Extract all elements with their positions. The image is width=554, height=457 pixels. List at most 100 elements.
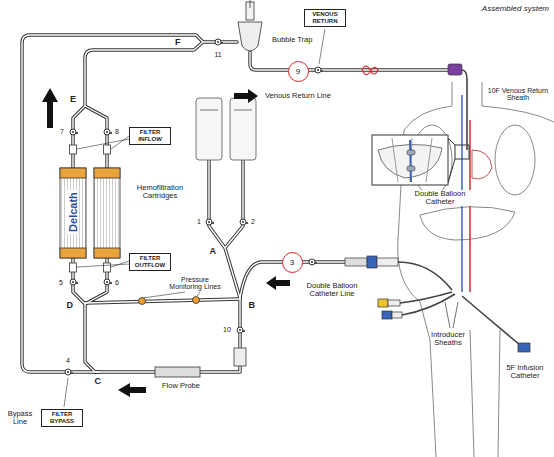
hubs [367, 256, 377, 268]
flow-arrows [42, 88, 290, 397]
part-label: Venous Return Line [265, 92, 331, 100]
callout-number: 6 [115, 279, 119, 287]
fluid-bags [200, 110, 218, 111]
fluid-bags [196, 98, 256, 160]
hubs [453, 302, 458, 328]
body-figure [407, 150, 415, 155]
sheath-lines [398, 262, 452, 290]
fluid-bags [230, 98, 256, 160]
flow-arrows [266, 276, 290, 290]
stopcocks [104, 279, 112, 285]
hemofiltration-cartridges [60, 168, 120, 258]
callout-number: 3 [290, 258, 294, 267]
callout-circle: 9 [288, 61, 309, 82]
callout-number: 5 [59, 279, 63, 287]
body-figure [448, 138, 455, 145]
bubble-trap [250, 0, 251, 8]
callout-number: 7 [60, 128, 64, 136]
stopcocks [65, 369, 73, 375]
part-label: Bubble Trap [272, 36, 312, 44]
box-text: VENOUS RETURN [307, 11, 343, 25]
body-figure [392, 138, 432, 182]
sheath-lines [398, 70, 520, 345]
part-label: Double Balloon Catheter Line [296, 282, 368, 299]
valve-blocks [104, 145, 111, 154]
body-figure [372, 135, 448, 185]
leader-lines [319, 29, 325, 64]
leader-lines [64, 29, 325, 407]
hubs [445, 302, 450, 328]
hubs [448, 64, 462, 75]
stopcocks [215, 39, 223, 45]
hubs [345, 258, 367, 266]
callout-circle: 3 [282, 252, 303, 273]
label-box: FILTER BYPASS [41, 409, 83, 427]
hubs [377, 258, 398, 266]
callout-number: 1 [197, 218, 201, 226]
callout-number: 11 [215, 51, 222, 59]
box-text: FILTER BYPASS [44, 411, 80, 425]
hubs [388, 300, 400, 306]
body-figure [407, 166, 415, 171]
leader-lines [77, 261, 129, 267]
tube-outline [22, 35, 452, 372]
junction-letter: E [70, 95, 76, 105]
hubs [518, 343, 530, 352]
stopcocks [315, 67, 323, 73]
valve-blocks [70, 145, 247, 377]
stopcocks [309, 259, 317, 265]
body-figure [472, 150, 492, 179]
stopcocks [104, 129, 112, 135]
stopcocks [237, 327, 245, 333]
box-text: FILTER OUTFLOW [132, 255, 168, 269]
brand-text: Delcath [67, 190, 79, 234]
hemofiltration-cartridges [60, 168, 86, 258]
part-label: Hemofiltration Cartridges [131, 184, 189, 201]
stopcocks [206, 219, 214, 225]
leader-lines [143, 292, 200, 298]
bubble-trap [238, 0, 262, 51]
valve-blocks [70, 263, 77, 272]
hemofiltration-cartridges [94, 248, 120, 258]
flow-arrows [118, 383, 146, 397]
body-figure [482, 82, 554, 122]
part-label: 5F Infusion Catheter [500, 364, 550, 381]
junction-letter: F [175, 38, 181, 48]
hemofiltration-cartridges [60, 168, 86, 178]
label-box: VENOUS RETURN [304, 9, 346, 27]
stopcocks [65, 39, 323, 375]
sheath-lines [462, 70, 467, 150]
leader-lines [77, 136, 129, 149]
valve-blocks [234, 348, 246, 366]
callout-number: 2 [251, 218, 255, 226]
body-figure [470, 330, 500, 457]
junction-letter: D [67, 301, 74, 311]
sheath-lines [400, 292, 452, 303]
leader-lines [64, 378, 68, 407]
hubs [392, 312, 402, 318]
stopcocks [240, 219, 248, 225]
diagram-title: Assembled system [482, 4, 549, 13]
hemofiltration-cartridges [94, 168, 120, 178]
part-label: Pressure Monitoring Lines [167, 276, 223, 291]
part-label: Introducer Sheaths [425, 331, 471, 348]
hemofiltration-cartridges [60, 248, 86, 258]
tube-core [22, 35, 452, 372]
label-box: FILTER OUTFLOW [129, 253, 171, 271]
body-figure [448, 159, 455, 183]
part-label: Bypass Line [5, 410, 35, 427]
body-figure [420, 207, 515, 240]
part-label: Flow Probe [162, 382, 200, 390]
junction-letter: B [249, 301, 256, 311]
valve-blocks [104, 263, 111, 272]
hubs [378, 299, 388, 307]
part-label: 10F Venous Return Sheath [486, 87, 550, 102]
hubs [382, 311, 392, 319]
junction-letter: C [95, 377, 102, 387]
junction-letter: A [210, 247, 217, 257]
red-knot [362, 66, 378, 75]
flow-arrows [42, 88, 58, 128]
fluid-bags [234, 110, 252, 111]
